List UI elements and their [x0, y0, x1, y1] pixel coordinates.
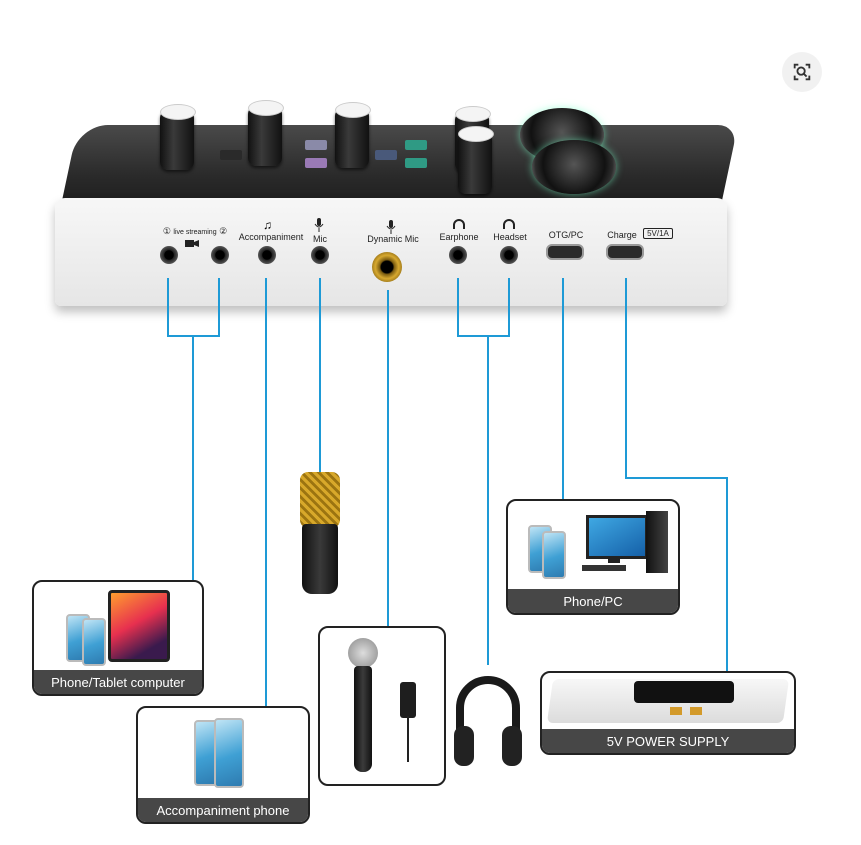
mic-label: Mic	[313, 234, 327, 244]
connector-line	[625, 477, 727, 479]
power-bank-display	[634, 681, 734, 703]
charge-badge: 5V/1A	[643, 228, 673, 239]
wireless-receiver	[400, 682, 416, 718]
zoom-button[interactable]	[782, 52, 822, 92]
monitor-image	[586, 515, 648, 559]
connector-line	[457, 335, 510, 337]
accompaniment-phone-caption: Accompaniment phone	[138, 798, 308, 822]
knob	[458, 126, 494, 194]
connector-line	[508, 278, 510, 336]
wireless-mic-box	[318, 626, 446, 786]
usb-port	[670, 707, 682, 715]
accompaniment-label: Accompaniment	[238, 232, 304, 242]
tablet-image	[108, 590, 170, 662]
phone-image	[82, 618, 106, 666]
connector-line	[167, 278, 169, 336]
earphone-label: Earphone	[439, 232, 479, 242]
connector-line	[726, 477, 728, 671]
mic-body	[302, 524, 338, 594]
accompaniment-phone-box: Accompaniment phone	[136, 706, 310, 824]
connector-line	[562, 278, 564, 500]
knob	[335, 102, 371, 168]
receiver-antenna	[407, 716, 409, 762]
headphone-icon	[503, 219, 515, 229]
music-note-icon: ♫	[263, 218, 272, 232]
phone-tablet-caption: Phone/Tablet computer	[34, 670, 202, 694]
power-supply-box: 5V POWER SUPPLY	[540, 671, 796, 755]
knob	[248, 100, 284, 166]
pad	[405, 158, 427, 168]
big-knob	[532, 140, 616, 194]
camera-icon	[185, 240, 199, 247]
keyboard-image	[582, 565, 626, 571]
connector-line	[218, 278, 220, 336]
connector-line	[192, 335, 194, 582]
mic-head	[348, 638, 378, 668]
connector-line	[387, 290, 389, 628]
power-supply-caption: 5V POWER SUPPLY	[542, 729, 794, 753]
phone-pc-box: Phone/PC	[506, 499, 680, 615]
jack-mic	[311, 246, 329, 264]
connector-line	[487, 335, 489, 665]
pad	[220, 150, 242, 160]
dynamic-mic-label: Dynamic Mic	[367, 234, 419, 244]
mic-grille	[300, 472, 340, 528]
jack-live-1	[160, 246, 178, 264]
pad	[405, 140, 427, 150]
jack-earphone	[449, 246, 467, 264]
mic-handle	[354, 666, 372, 772]
microphone-icon	[314, 218, 324, 232]
microphone-icon	[386, 220, 396, 234]
headphones-image	[454, 676, 522, 766]
monitor-stand	[608, 557, 620, 563]
connector-line	[265, 278, 267, 708]
knob	[160, 104, 196, 170]
zoom-search-icon	[793, 63, 811, 81]
jack-live-2	[211, 246, 229, 264]
phone-image	[214, 718, 244, 788]
phone-image	[542, 531, 566, 579]
pad	[305, 158, 327, 168]
jack-accompaniment	[258, 246, 276, 264]
connector-line	[319, 278, 321, 472]
charge-label: Charge	[607, 230, 637, 240]
live-streaming-label: ① live streaming ②	[162, 226, 228, 236]
pc-tower-image	[646, 511, 668, 573]
connector-line	[625, 278, 627, 478]
pad	[305, 140, 327, 150]
otg-pc-label: OTG/PC	[548, 230, 584, 240]
phone-pc-caption: Phone/PC	[508, 589, 678, 613]
phone-tablet-box: Phone/Tablet computer	[32, 580, 204, 696]
jack-dynamic-mic	[372, 252, 402, 282]
usb-c-charge-port	[606, 244, 644, 260]
headset-label: Headset	[493, 232, 527, 242]
jack-headset	[500, 246, 518, 264]
headphone-icon	[453, 219, 465, 229]
connector-line	[457, 278, 459, 336]
usb-c-otg-port	[546, 244, 584, 260]
pad	[375, 150, 397, 160]
usb-port	[690, 707, 702, 715]
